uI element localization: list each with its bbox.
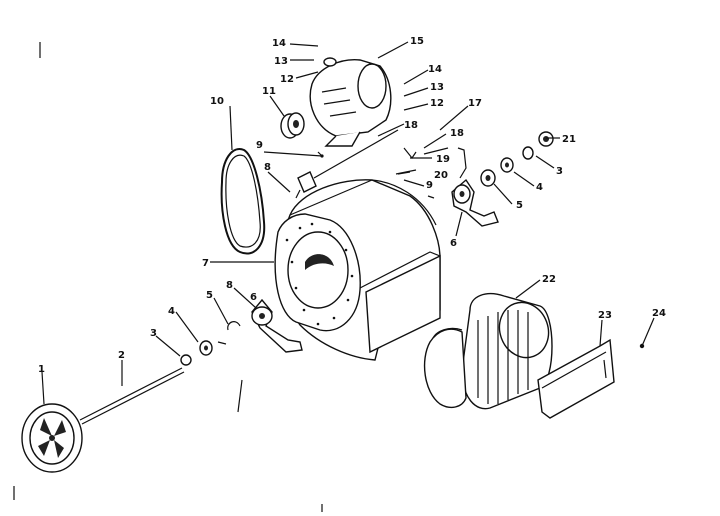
callout-6-left: 6 — [250, 292, 257, 303]
callout-14-right: 14 — [428, 64, 442, 75]
scan-mark — [237, 379, 243, 413]
left-pulley-nut — [199, 340, 213, 356]
callout-20: 20 — [434, 170, 448, 181]
callout-13-top: 13 — [274, 56, 288, 67]
callout-9-right: 9 — [426, 180, 433, 191]
upper-mount-bracket — [295, 171, 317, 199]
right-bearing-collar — [480, 169, 496, 187]
callouts: 14 13 12 15 14 13 12 17 18 18 19 20 9 11… — [38, 36, 666, 375]
callout-9-left: 9 — [256, 140, 263, 151]
callout-18-right: 18 — [450, 128, 464, 139]
left-set-screw — [180, 354, 192, 366]
callout-8-lower: 8 — [226, 280, 233, 291]
blower-housing — [274, 179, 441, 361]
callout-23: 23 — [598, 310, 612, 321]
callout-7: 7 — [202, 258, 209, 269]
right-pulley-nut — [500, 157, 514, 173]
callout-17: 17 — [468, 98, 482, 109]
blower-shaft — [79, 367, 183, 421]
callout-4-right: 4 — [536, 182, 543, 193]
filter-cylinder — [423, 292, 553, 410]
left-bearing-collar — [217, 321, 241, 345]
callout-21: 21 — [562, 134, 576, 145]
callout-5-right: 5 — [516, 200, 523, 211]
callout-14-top: 14 — [272, 38, 286, 49]
right-set-screw — [522, 146, 534, 160]
callout-19: 19 — [436, 154, 450, 165]
housing-rivets — [285, 222, 354, 326]
callout-12-top: 12 — [280, 74, 294, 85]
callout-3-left: 3 — [150, 328, 157, 339]
callout-22: 22 — [542, 274, 556, 285]
callout-2: 2 — [118, 350, 125, 361]
callout-12-right: 12 — [430, 98, 444, 109]
motor-mount-rod — [313, 129, 399, 179]
callout-18-mid: 18 — [404, 120, 418, 131]
motor — [309, 57, 392, 147]
callout-4-left: 4 — [168, 306, 175, 317]
left-bearing-bracket — [251, 298, 303, 353]
callout-1: 1 — [38, 364, 45, 375]
right-bearing-bracket — [451, 147, 499, 227]
callout-11: 11 — [262, 86, 276, 97]
right-cap-nut — [538, 131, 554, 147]
motor-pulley — [280, 112, 305, 139]
callout-3-right: 3 — [556, 166, 563, 177]
callout-13-right: 13 — [430, 82, 444, 93]
leader-lines — [41, 41, 655, 405]
callout-15: 15 — [410, 36, 424, 47]
blower-wheel-pulley — [21, 403, 83, 473]
callout-5-left: 5 — [206, 290, 213, 301]
v-belt — [220, 148, 266, 255]
callout-6-right: 6 — [450, 238, 457, 249]
callout-24: 24 — [652, 308, 666, 319]
callout-10: 10 — [210, 96, 224, 107]
callout-8-upper: 8 — [264, 162, 271, 173]
